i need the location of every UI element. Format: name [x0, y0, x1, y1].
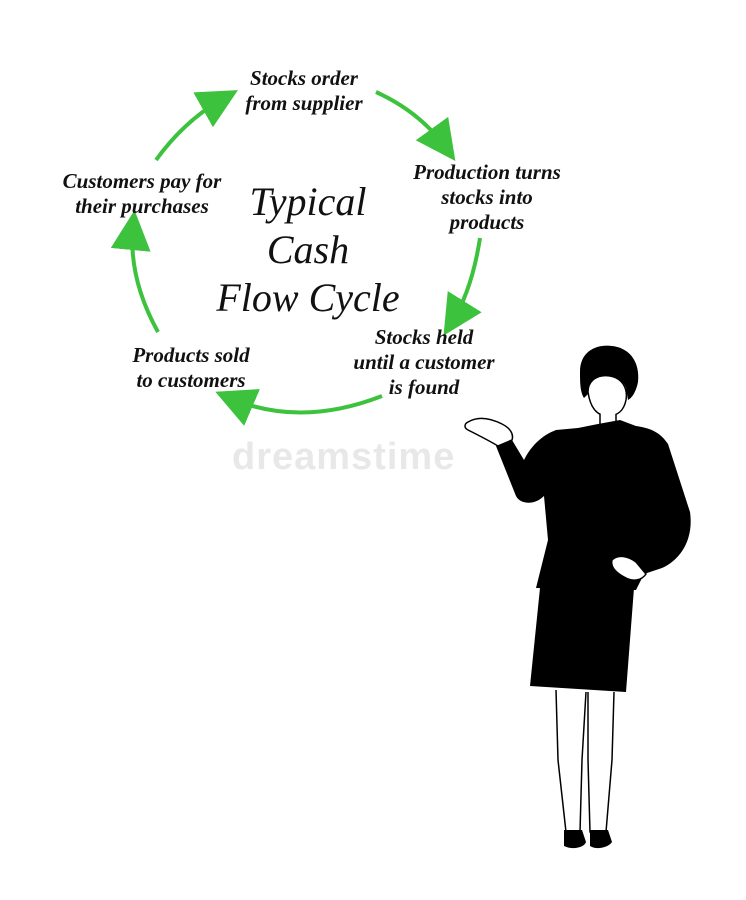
- step-1-line-1: Stocks order: [250, 66, 358, 90]
- arrow-pay-to-order: [154, 90, 238, 162]
- arrow-sold-to-pay: [110, 210, 160, 333]
- right-leg-outline: [587, 691, 615, 833]
- step-1-line-2: from supplier: [245, 91, 363, 115]
- left-shoe-shape: [564, 830, 586, 849]
- step-3-line-3: is found: [388, 375, 460, 399]
- step-2-line-2: stocks into: [441, 185, 533, 209]
- title-line-2: Cash: [266, 227, 350, 272]
- step-3-line-2: until a customer: [353, 350, 495, 374]
- title-line-3: Flow Cycle: [216, 275, 400, 320]
- step-4-line-1: Products sold: [132, 343, 250, 367]
- step-3-line-1: Stocks held: [374, 325, 474, 349]
- step-stocks-held: Stocks held until a customer is found: [334, 325, 514, 400]
- skirt-shape: [530, 588, 634, 692]
- step-2-line-3: products: [449, 210, 525, 234]
- hair-shape: [580, 345, 639, 400]
- step-4-line-2: to customers: [136, 368, 246, 392]
- raised-hand-outline: [464, 417, 514, 447]
- step-2-line-1: Production turns: [413, 160, 561, 184]
- step-5-line-2: their purchases: [75, 194, 209, 218]
- hip-hand-outline: [610, 555, 647, 581]
- face-outline: [587, 374, 628, 417]
- arrow-production-to-held: [443, 237, 482, 336]
- left-leg-outline: [555, 689, 587, 833]
- step-production: Production turns stocks into products: [394, 160, 580, 235]
- step-stocks-order: Stocks order from supplier: [214, 66, 394, 116]
- arrow-held-to-sold: [215, 389, 383, 426]
- arrow-order-to-production: [375, 90, 456, 161]
- right-shoe-shape: [590, 830, 612, 849]
- step-5-line-1: Customers pay for: [62, 169, 222, 193]
- watermark-text: dreamstime: [232, 436, 456, 478]
- title-line-1: Typical: [249, 179, 367, 224]
- diagram-title: Typical Cash Flow Cycle: [198, 178, 418, 322]
- step-products-sold: Products sold to customers: [106, 343, 276, 393]
- jacket-shape: [496, 420, 691, 590]
- step-customers-pay: Customers pay for their purchases: [40, 169, 244, 219]
